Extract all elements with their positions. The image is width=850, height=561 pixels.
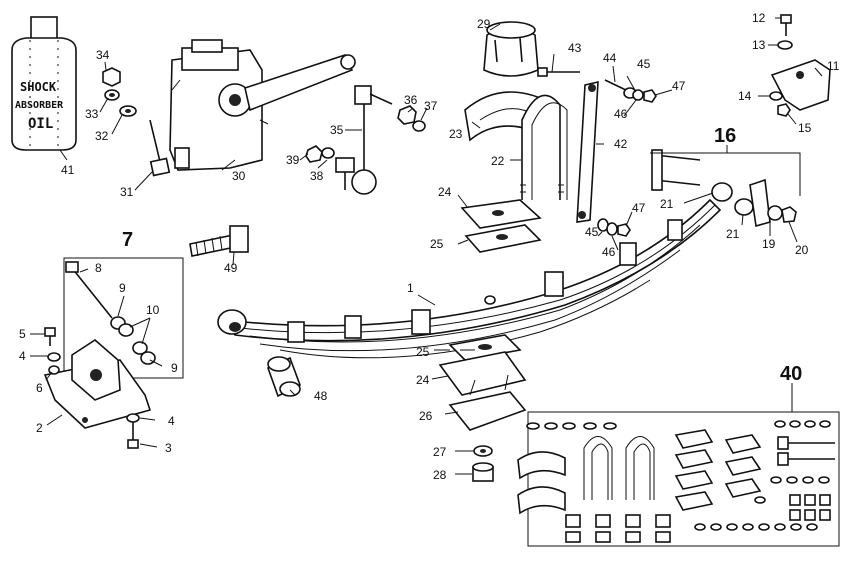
callout-33: 33 bbox=[85, 107, 99, 121]
drop-link-rod bbox=[305, 85, 426, 195]
callout-5: 5 bbox=[19, 327, 26, 341]
callout-45: 45 bbox=[637, 57, 651, 71]
callout-10: 10 bbox=[146, 303, 160, 317]
callout-7: 7 bbox=[122, 229, 133, 251]
shock-absorber-oil-bottle: SHOCK ABSORBER OIL bbox=[11, 16, 77, 151]
callout-29: 29 bbox=[477, 17, 491, 31]
callout-20: 20 bbox=[795, 243, 809, 257]
leader-lines bbox=[30, 17, 823, 475]
callout-24: 24 bbox=[416, 373, 430, 387]
spring-shackle-plate bbox=[576, 80, 599, 223]
kit-bushes bbox=[565, 514, 671, 543]
callout-4: 4 bbox=[168, 414, 175, 428]
callout-13: 13 bbox=[752, 38, 766, 52]
callout-9: 9 bbox=[119, 281, 126, 295]
bottle-label-line3: OIL bbox=[28, 116, 53, 132]
callout-21: 21 bbox=[726, 227, 740, 241]
callout-21: 21 bbox=[660, 197, 674, 211]
rear-shackle-kit bbox=[651, 149, 797, 228]
callout-26: 26 bbox=[419, 409, 433, 423]
kit-bolts bbox=[777, 436, 835, 466]
callout-27: 27 bbox=[433, 445, 447, 459]
callout-44: 44 bbox=[603, 51, 617, 65]
spring-mounting-bracket bbox=[43, 327, 152, 449]
callout-47: 47 bbox=[632, 201, 646, 215]
callout-41: 41 bbox=[61, 163, 75, 177]
callout-45: 45 bbox=[585, 225, 599, 239]
shackle-pin-assembly bbox=[604, 79, 657, 103]
rubber-bump-stop bbox=[483, 21, 539, 77]
callout-14: 14 bbox=[738, 89, 752, 103]
callout-23: 23 bbox=[449, 127, 463, 141]
kit-saddles bbox=[517, 451, 566, 515]
callout-48: 48 bbox=[314, 389, 328, 403]
u-bolt bbox=[520, 94, 568, 200]
callout-2: 2 bbox=[36, 421, 43, 435]
callout-42: 42 bbox=[614, 137, 628, 151]
spring-hanger-bracket bbox=[769, 14, 831, 117]
spring-eye-bush bbox=[266, 356, 301, 398]
callout-36: 36 bbox=[404, 93, 418, 107]
callout-25: 25 bbox=[416, 345, 430, 359]
kit-pads bbox=[674, 429, 762, 511]
callout-3: 3 bbox=[165, 441, 172, 455]
callout-37: 37 bbox=[424, 99, 438, 113]
complete-spring-kit-40 bbox=[517, 411, 840, 547]
kit-washers-top bbox=[526, 420, 831, 430]
kit-u-bolts bbox=[583, 436, 655, 500]
washer-and-nuts bbox=[102, 67, 137, 117]
kit-small-nuts bbox=[694, 476, 831, 531]
callout-47: 47 bbox=[672, 79, 686, 93]
callout-46: 46 bbox=[614, 107, 628, 121]
bottle-label-line1: SHOCK bbox=[20, 80, 57, 94]
callout-11: 11 bbox=[827, 59, 840, 73]
callout-34: 34 bbox=[96, 48, 110, 62]
callout-35: 35 bbox=[330, 123, 344, 137]
bolt bbox=[537, 67, 580, 77]
callout-32: 32 bbox=[95, 129, 109, 143]
callout-8: 8 bbox=[95, 261, 102, 275]
callout-4: 4 bbox=[19, 349, 26, 363]
callout-31: 31 bbox=[120, 185, 134, 199]
bump-washer-and-bush bbox=[472, 445, 494, 482]
callout-16: 16 bbox=[714, 125, 736, 147]
shackle-bushes-lower bbox=[597, 218, 631, 237]
callout-9: 9 bbox=[171, 361, 178, 375]
callout-15: 15 bbox=[798, 121, 812, 135]
callout-12: 12 bbox=[752, 11, 766, 25]
spring-pad-upper bbox=[460, 199, 542, 253]
mounting-bolt bbox=[149, 119, 171, 177]
callout-38: 38 bbox=[310, 169, 324, 183]
callout-25: 25 bbox=[430, 237, 444, 251]
callout-30: 30 bbox=[232, 169, 246, 183]
callout-28: 28 bbox=[433, 468, 447, 482]
callout-39: 39 bbox=[286, 153, 300, 167]
callout-22: 22 bbox=[491, 154, 505, 168]
callout-labels: 1 2 3 4 4 5 6 7 8 9 9 10 11 12 13 14 15 … bbox=[19, 11, 840, 482]
callout-6: 6 bbox=[36, 381, 43, 395]
threaded-bush bbox=[189, 225, 249, 257]
callout-49: 49 bbox=[224, 261, 238, 275]
spring-pad-lower bbox=[438, 334, 527, 431]
callout-24: 24 bbox=[438, 185, 452, 199]
callout-46: 46 bbox=[602, 245, 616, 259]
callout-43: 43 bbox=[568, 41, 582, 55]
callout-1: 1 bbox=[407, 281, 414, 295]
callout-40: 40 bbox=[780, 363, 802, 385]
callout-19: 19 bbox=[762, 237, 776, 251]
lever-arm-shock-absorber bbox=[169, 39, 356, 171]
leaf-spring bbox=[217, 198, 722, 359]
bottle-label-line2: ABSORBER bbox=[15, 100, 64, 111]
